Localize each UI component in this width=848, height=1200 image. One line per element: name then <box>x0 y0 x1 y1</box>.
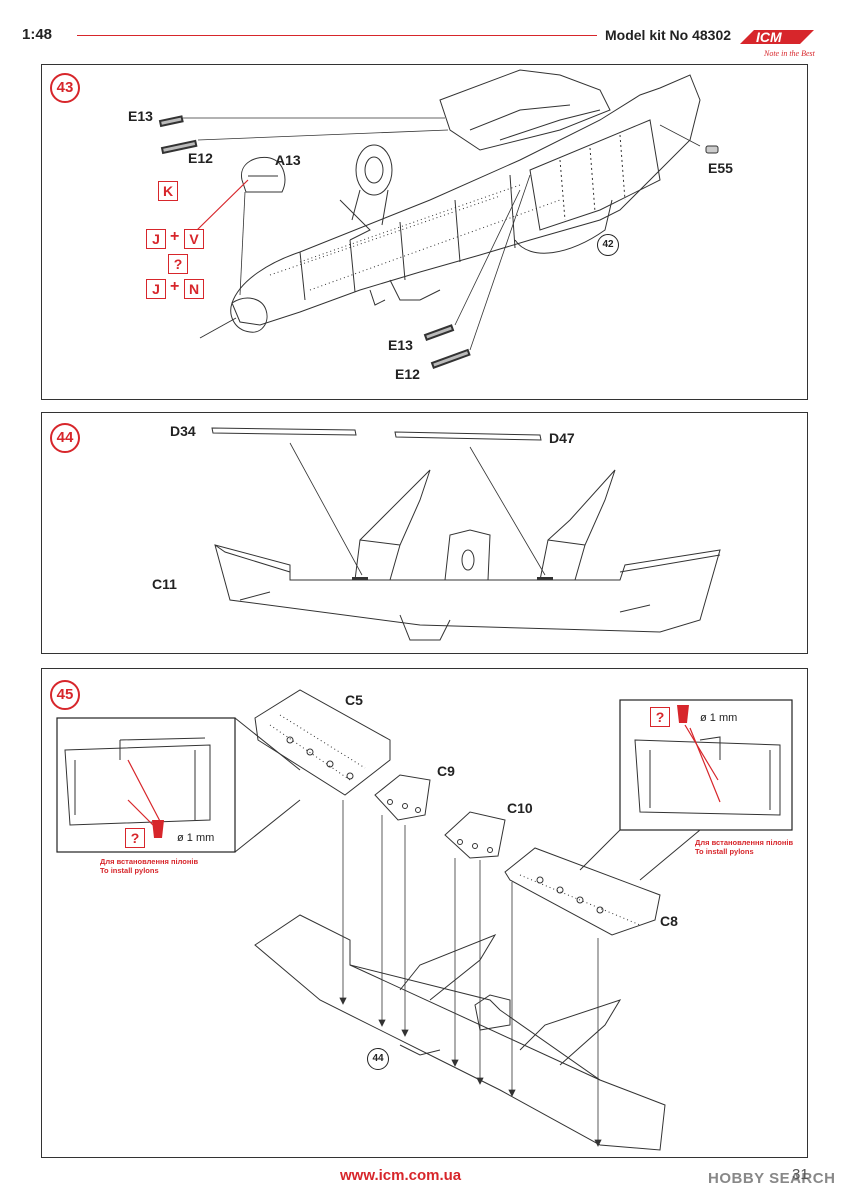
watermark: HOBBY SEARCH <box>708 1170 836 1187</box>
part-d47: D47 <box>549 430 575 446</box>
logo-tagline: Note in the Best <box>763 49 816 58</box>
right-question-box: ? <box>650 707 670 727</box>
paint-question: ? <box>168 254 188 274</box>
left-note-en: To install pylons <box>100 866 159 875</box>
paint-j2: J <box>146 279 166 299</box>
drill-icon-right <box>677 705 689 723</box>
paint-n: N <box>184 279 204 299</box>
step-44-panel <box>41 412 808 654</box>
ref-step-44: 44 <box>367 1048 389 1070</box>
part-e12-bottom: E12 <box>395 366 420 382</box>
step-43-panel <box>41 64 808 400</box>
logo-graphic: ICM Note in the Best <box>740 29 816 58</box>
part-c8: C8 <box>660 913 678 929</box>
part-e12-top: E12 <box>188 150 213 166</box>
footer-url[interactable]: www.icm.com.ua <box>340 1167 462 1184</box>
icm-logo: ICM Note in the Best <box>734 22 829 62</box>
scale-label: 1:48 <box>22 26 53 43</box>
paint-j1: J <box>146 229 166 249</box>
drill-icon-left <box>152 820 164 838</box>
right-note-en: To install pylons <box>695 847 754 856</box>
part-e13-bottom: E13 <box>388 337 413 353</box>
left-diameter: ø 1 mm <box>177 832 215 844</box>
right-note-ua: Для встановлення пілонів <box>695 838 794 847</box>
right-diameter: ø 1 mm <box>700 712 738 724</box>
left-note-ua: Для встановлення пілонів <box>100 857 199 866</box>
page-number: 31 <box>792 1166 809 1183</box>
part-c5: C5 <box>345 692 363 708</box>
left-question-box: ? <box>125 828 145 848</box>
paint-plus-2: + <box>170 278 180 295</box>
part-d34: D34 <box>170 423 196 439</box>
step-45-panel <box>41 668 808 1158</box>
ref-step-42: 42 <box>597 234 619 256</box>
part-a13: A13 <box>275 152 301 168</box>
paint-k: K <box>158 181 178 201</box>
header-rule <box>77 35 597 36</box>
paint-v: V <box>184 229 204 249</box>
part-c11: C11 <box>152 576 177 592</box>
logo-text: ICM <box>756 29 782 45</box>
e55-part <box>705 145 719 154</box>
kit-number: Model kit No 48302 <box>605 27 732 43</box>
part-c10: C10 <box>507 800 533 816</box>
step-43-number: 43 <box>50 73 80 103</box>
part-e55: E55 <box>708 160 733 176</box>
step-44-number: 44 <box>50 423 80 453</box>
step-45-number: 45 <box>50 680 80 710</box>
paint-plus-1: + <box>170 228 180 245</box>
part-c9: C9 <box>437 763 455 779</box>
part-e13-top: E13 <box>128 108 153 124</box>
